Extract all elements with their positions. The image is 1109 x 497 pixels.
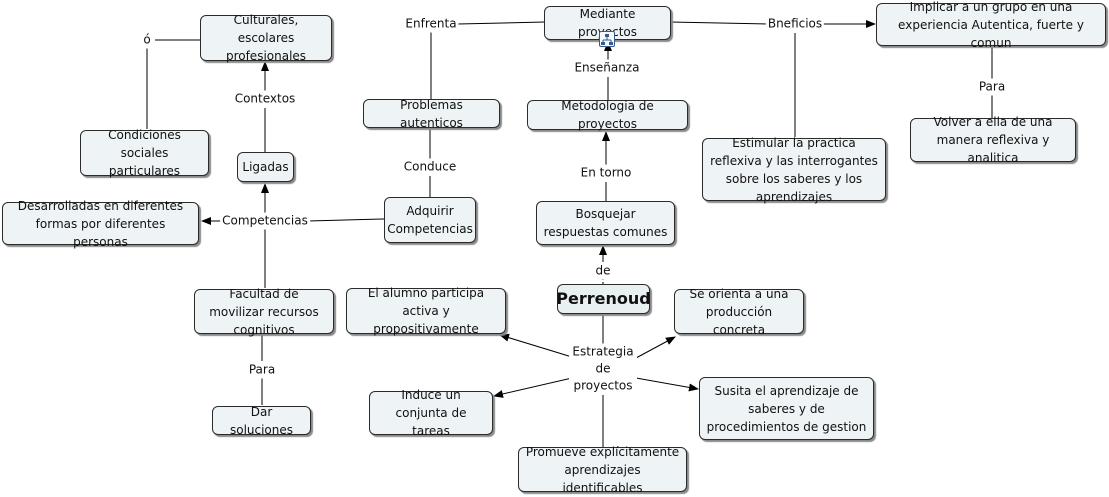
node-susita-aprendizaje[interactable]: Susita el aprendizaje de saberes y de pr… bbox=[699, 377, 874, 440]
edge-estrategia-susita bbox=[635, 377, 699, 392]
node-label: Adquirir Competencias bbox=[387, 204, 473, 236]
node-bosquejar-respuestas[interactable]: Bosquejar respuestas comunes bbox=[536, 201, 675, 245]
node-metodologia-proyectos[interactable]: Metodologia de proyectos bbox=[527, 99, 688, 131]
link-label-bneficios: Bneficios bbox=[765, 15, 825, 33]
node-volver-reflexiva[interactable]: Volver a ella de una manera reflexiva y … bbox=[910, 115, 1076, 165]
node-label: Induce un conjunta de tareas bbox=[395, 388, 467, 438]
edge-estrategia-orienta bbox=[635, 336, 676, 359]
node-adquirir-competencias[interactable]: Adquirir Competencias bbox=[384, 197, 476, 243]
edge-estrategia-induce bbox=[493, 377, 573, 398]
node-label: Susita el aprendizaje de saberes y de pr… bbox=[706, 383, 867, 434]
link-label-para-top: Para bbox=[976, 78, 1008, 96]
node-label: Bosquejar respuestas comunes bbox=[543, 207, 668, 239]
concept-map-glyph bbox=[601, 34, 613, 45]
node-label: Problemas autenticos bbox=[400, 97, 463, 130]
edge-mediante-bneficios bbox=[669, 21, 769, 25]
edge-mediante-enfrenta bbox=[457, 21, 546, 25]
node-desarrolladas-formas[interactable]: Desarrolladas en diferentes formas por d… bbox=[2, 199, 199, 249]
edge-estrategia-alumno bbox=[499, 333, 573, 358]
concept-map-icon[interactable] bbox=[599, 31, 615, 47]
node-label: Implicar a un grupo en una experiencia A… bbox=[898, 0, 1084, 50]
node-perrenoud[interactable]: Perrenoud bbox=[556, 284, 651, 314]
node-alumno-participa[interactable]: El alumno participa activa y propositiva… bbox=[346, 286, 506, 336]
node-facultad-movilizar[interactable]: Facultad de movilizar recursos cognitivo… bbox=[194, 287, 334, 337]
link-label-estrategia: Estrategia de proyectos bbox=[569, 343, 637, 395]
edge-adquirir-competencias bbox=[307, 218, 385, 222]
node-ligadas[interactable]: Ligadas bbox=[237, 152, 294, 182]
node-orienta-produccion[interactable]: Se orienta a una producción concreta bbox=[674, 287, 804, 337]
node-label: Desarrolladas en diferentes formas por d… bbox=[17, 198, 184, 249]
node-induce-tareas[interactable]: Induce un conjunta de tareas bbox=[369, 388, 493, 438]
node-label: Ligadas bbox=[242, 160, 289, 174]
node-label: Condiciones sociales particulares bbox=[108, 128, 181, 178]
node-dar-soluciones[interactable]: Dar soluciones bbox=[212, 405, 311, 437]
node-culturales-escolares[interactable]: Culturales, escolares profesionales bbox=[200, 13, 332, 63]
node-label: Promueve explícitamente aprendizajes ide… bbox=[525, 444, 680, 495]
link-label-conduce: Conduce bbox=[401, 158, 459, 176]
node-implicar-grupo[interactable]: Implicar a un grupo en una experiencia A… bbox=[876, 0, 1106, 50]
link-label-en-torno: En torno bbox=[578, 164, 634, 182]
link-label-o: ó bbox=[141, 31, 153, 49]
node-estimular-practica[interactable]: Estimular la practica reflexiva y las in… bbox=[702, 136, 886, 204]
node-label: Se orienta a una producción concreta bbox=[689, 286, 789, 337]
node-label: El alumno participa activa y propositiva… bbox=[367, 286, 485, 336]
link-label-contextos: Contextos bbox=[232, 90, 298, 108]
link-label-de: de bbox=[593, 262, 613, 280]
node-condiciones-sociales[interactable]: Condiciones sociales particulares bbox=[80, 128, 209, 178]
link-label-ensenanza: Enseñanza bbox=[572, 59, 642, 77]
node-problemas-autenticos[interactable]: Problemas autenticos bbox=[363, 98, 500, 130]
node-label: Estimular la practica reflexiva y las in… bbox=[710, 135, 878, 204]
node-label: Metodologia de proyectos bbox=[561, 99, 654, 131]
node-label: Dar soluciones bbox=[229, 404, 294, 437]
node-label: Perrenoud bbox=[556, 289, 651, 308]
link-label-competencias: Competencias bbox=[220, 212, 310, 230]
node-promueve-aprendizajes[interactable]: Promueve explícitamente aprendizajes ide… bbox=[518, 445, 687, 495]
node-label: Culturales, escolares profesionales bbox=[225, 13, 307, 63]
link-label-para-bottom: Para bbox=[246, 361, 278, 379]
link-label-enfrenta: Enfrenta bbox=[403, 15, 459, 33]
node-label: Facultad de movilizar recursos cognitivo… bbox=[209, 286, 319, 337]
node-label: Volver a ella de una manera reflexiva y … bbox=[933, 115, 1053, 165]
